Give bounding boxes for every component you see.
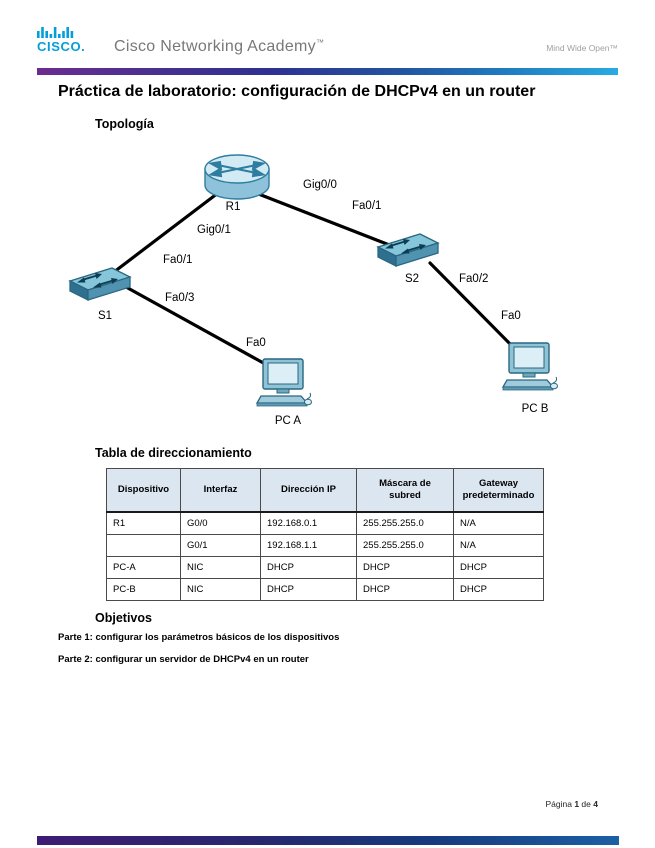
interface-label-fa02: Fa0/2 [459,273,488,285]
interface-label-gig01: Gig0/1 [197,224,231,236]
interface-label-s2-uplink: Fa0/1 [352,200,381,212]
cisco-wordmark: CISCO. [37,39,86,54]
table-cell: 192.168.1.1 [260,534,357,557]
link-s1-pca [124,285,269,367]
column-header-interface: Interfaz [180,468,261,513]
switch1-icon [69,267,131,301]
column-header-ip: Dirección IP [260,468,357,513]
addressing-table-heading: Tabla de direccionamiento [95,446,252,460]
interface-label-s1-uplink: Fa0/1 [163,254,192,266]
table-cell: DHCP [453,556,544,579]
table-header-row: Dispositivo Interfaz Dirección IP Máscar… [106,468,544,513]
table-row: PC-B NIC DHCP DHCP DHCP [106,578,544,601]
objective-item: Parte 1: configurar los parámetros básic… [58,632,340,643]
table-cell: PC-A [106,556,181,579]
table-cell: N/A [453,511,544,535]
table-cell: DHCP [356,556,454,579]
table-cell: DHCP [453,578,544,601]
table-row: G0/1 192.168.1.1 255.255.255.0 N/A [106,534,544,557]
table-cell: PC-B [106,578,181,601]
objective-item: Parte 2: configurar un servidor de DHCPv… [58,654,309,665]
device-label-s2: S2 [405,273,419,285]
table-cell [106,534,181,557]
table-cell: NIC [180,578,261,601]
page-number: Página 1 de 4 [545,799,598,809]
addressing-table: Dispositivo Interfaz Dirección IP Máscar… [106,468,544,601]
router-icon [204,154,270,200]
objectives-heading: Objetivos [95,611,152,625]
table-cell: DHCP [356,578,454,601]
link-r1-s1 [108,191,220,277]
table-row: R1 G0/0 192.168.0.1 255.255.255.0 N/A [106,511,544,535]
interface-label-gig00: Gig0/0 [303,179,337,191]
page-title: Práctica de laboratorio: configuración d… [58,83,536,100]
device-label-pca: PC A [275,415,302,427]
device-label-s1: S1 [98,310,112,322]
cisco-logo-icon [37,27,74,38]
column-header-mask: Máscara de subred [356,468,454,513]
academy-label: Cisco Networking Academy™ [114,38,324,56]
footer-divider-bar [37,836,619,845]
table-cell: NIC [180,556,261,579]
trademark-mark: ™ [315,38,325,47]
link-s2-pcb [428,261,520,354]
header-divider-bar [37,68,618,75]
table-cell: G0/0 [180,511,261,535]
page-of: de [581,799,591,809]
tagline-label: Mind Wide Open™ [546,43,618,53]
table-cell: N/A [453,534,544,557]
column-header-gateway: Gateway predeterminado [453,468,544,513]
page-prefix: Página [545,799,572,809]
topology-heading: Topología [95,117,154,131]
page-current: 1 [574,799,580,809]
table-cell: 192.168.0.1 [260,511,357,535]
page-total: 4 [593,799,598,809]
table-row: PC-A NIC DHCP DHCP DHCP [106,556,544,579]
switch2-icon [377,233,439,267]
table-cell: 255.255.255.0 [356,511,454,535]
device-label-pcb: PC B [522,403,549,415]
table-cell: DHCP [260,578,357,601]
topology-diagram: Gig0/0 Fa0/1 Gig0/1 Fa0/1 Fa0/3 Fa0 Fa0/… [69,154,559,427]
table-cell: G0/1 [180,534,261,557]
table-cell: R1 [106,511,181,535]
interface-label-fa03: Fa0/3 [165,292,194,304]
column-header-device: Dispositivo [106,468,181,513]
table-cell: DHCP [260,556,357,579]
device-label-r1: R1 [226,201,241,213]
interface-label-pca-fa0: Fa0 [246,337,266,349]
pc-b-icon [502,342,559,391]
academy-text: Cisco Networking Academy [114,38,316,55]
table-cell: 255.255.255.0 [356,534,454,557]
interface-label-pcb-fa0: Fa0 [501,310,521,322]
pc-a-icon [256,358,313,407]
link-r1-s2 [254,191,394,248]
